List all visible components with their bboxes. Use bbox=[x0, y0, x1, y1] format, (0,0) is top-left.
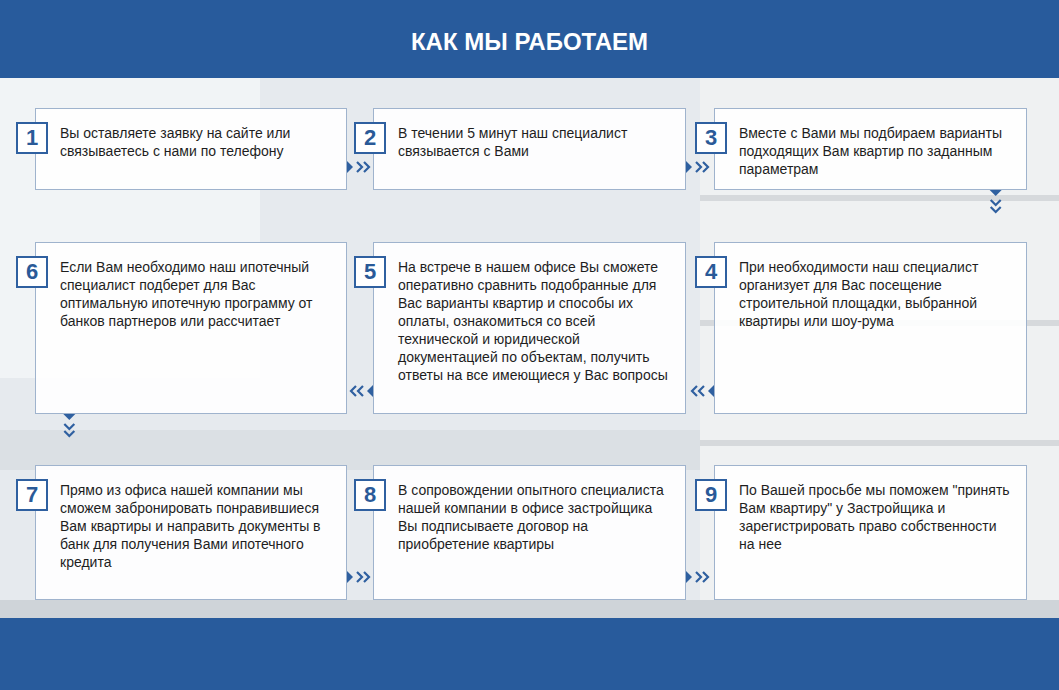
step-box: 4При необходимости наш специалист органи… bbox=[714, 242, 1027, 414]
step-arrow bbox=[347, 571, 369, 583]
arrow-tail bbox=[686, 571, 692, 583]
step-box: 8В сопровождении опытного специалиста на… bbox=[373, 465, 686, 600]
step-box: 2В течении 5 минут наш специалист связыв… bbox=[373, 108, 686, 190]
step-text: Прямо из офиса нашей компании мы сможем … bbox=[60, 481, 332, 571]
arrow-head bbox=[364, 572, 369, 582]
step-box: 3Вместе с Вами мы подбираем варианты под… bbox=[714, 108, 1027, 190]
step-text: По Вашей просьбе мы поможем "принять Вам… bbox=[739, 481, 1012, 553]
arrow-tail bbox=[990, 190, 1002, 196]
step-box: 9По Вашей просьбе мы поможем "принять Ва… bbox=[714, 465, 1027, 600]
arrow-head bbox=[351, 386, 356, 396]
step-number: 5 bbox=[354, 256, 386, 288]
chevron bbox=[699, 386, 704, 396]
chevron bbox=[696, 162, 701, 172]
desk-shadow bbox=[0, 430, 700, 470]
arrow-head bbox=[64, 431, 74, 436]
step-number: 4 bbox=[695, 256, 727, 288]
step-box: 6Если Вам необходимо наш ипотечный специ… bbox=[35, 242, 347, 414]
step-arrow bbox=[990, 190, 1002, 212]
step-number: 8 bbox=[354, 479, 386, 511]
step-number: 2 bbox=[354, 122, 386, 154]
step-number: 1 bbox=[16, 122, 48, 154]
step-box: 7Прямо из офиса нашей компании мы сможем… bbox=[35, 465, 347, 600]
arrow-tail bbox=[347, 161, 353, 173]
arrow-head bbox=[703, 572, 708, 582]
step-text: В сопровождении опытного специалиста наш… bbox=[398, 481, 671, 553]
step-box: 1Вы оставляете заявку на сайте или связы… bbox=[35, 108, 347, 190]
step-arrow bbox=[63, 414, 75, 436]
chevron bbox=[357, 162, 362, 172]
footer-bar bbox=[0, 618, 1059, 690]
step-text: В течении 5 минут наш специалист связыва… bbox=[398, 124, 671, 160]
chevron bbox=[696, 572, 701, 582]
step-arrow bbox=[347, 161, 369, 173]
step-text: Вместе с Вами мы подбираем варианты подх… bbox=[739, 124, 1012, 178]
chevron bbox=[991, 200, 1001, 205]
arrow-head bbox=[692, 386, 697, 396]
arrow-head bbox=[991, 207, 1001, 212]
chevron bbox=[64, 424, 74, 429]
photo-ground bbox=[0, 78, 1059, 618]
step-text: Если Вам необходимо наш ипотечный специа… bbox=[60, 258, 332, 330]
arrow-head bbox=[703, 162, 708, 172]
step-arrow bbox=[351, 385, 373, 397]
step-arrow bbox=[686, 571, 708, 583]
chevron bbox=[358, 386, 363, 396]
step-box: 5На встрече в нашем офисе Вы сможете опе… bbox=[373, 242, 686, 414]
step-arrow bbox=[686, 161, 708, 173]
shelf-unit bbox=[700, 78, 1059, 618]
step-arrow bbox=[692, 385, 714, 397]
step-number: 6 bbox=[16, 256, 48, 288]
step-number: 7 bbox=[16, 479, 48, 511]
shelf-board bbox=[700, 195, 1059, 201]
arrow-head bbox=[364, 162, 369, 172]
arrow-tail bbox=[347, 571, 353, 583]
arrow-tail bbox=[686, 161, 692, 173]
arrow-tail bbox=[63, 414, 75, 420]
chevron bbox=[357, 572, 362, 582]
shelf-board bbox=[700, 440, 1059, 446]
step-number: 3 bbox=[695, 122, 727, 154]
page-title: КАК МЫ РАБОТАЕМ bbox=[0, 0, 1059, 78]
step-text: При необходимости наш специалист организ… bbox=[739, 258, 1012, 330]
step-text: Вы оставляете заявку на сайте или связыв… bbox=[60, 124, 332, 160]
step-number: 9 bbox=[695, 479, 727, 511]
floor bbox=[0, 600, 1059, 618]
step-text: На встрече в нашем офисе Вы сможете опер… bbox=[398, 258, 671, 384]
